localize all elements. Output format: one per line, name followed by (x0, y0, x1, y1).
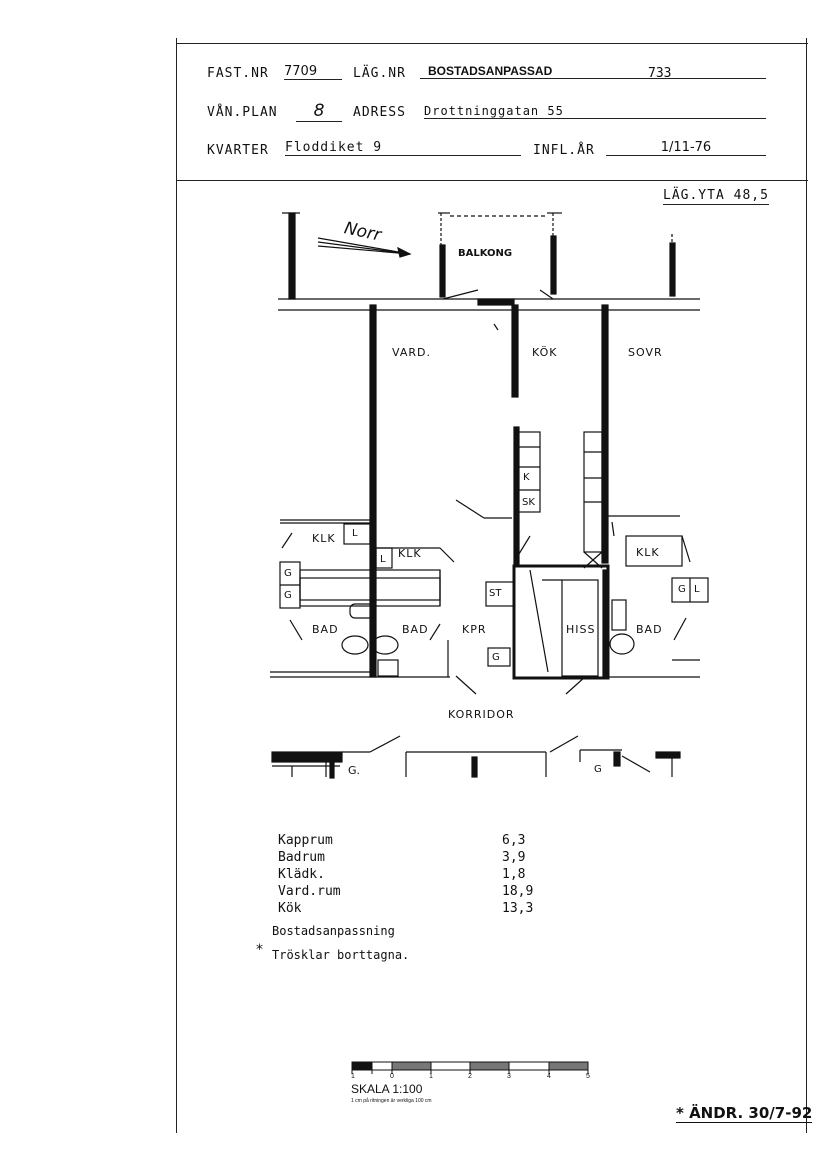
van-plan-label: VÅN.PLAN (207, 105, 278, 120)
room-klk-1: KLK (312, 532, 336, 545)
room-bad-1: BAD (312, 623, 339, 636)
room-vardagsrum: VARD. (392, 346, 431, 359)
label-g-4: G (492, 652, 500, 663)
lag-nr-text: BOSTADSANPASSAD (428, 64, 553, 78)
area-row: Vard.rum 18,9 (278, 883, 558, 900)
north-arrow-icon (317, 237, 412, 258)
lag-yta: LÄG.YTA 48,5 (663, 188, 769, 205)
label-l-1: L (352, 528, 358, 539)
kvarter-value: Floddiket 9 (285, 140, 521, 156)
notes-line: Trösklar borttagna. (272, 948, 410, 962)
label-sk: SK (522, 497, 535, 508)
area-row: Klädk. 1,8 (278, 866, 558, 883)
area-name: Badrum (278, 850, 325, 865)
label-l-2: L (380, 554, 386, 565)
revision-signature: * ÄNDR. 30/7-92 (676, 1104, 813, 1123)
scale-label: SKALA 1:100 (351, 1082, 423, 1096)
room-sovrum: SOVR (628, 346, 663, 359)
scale-tick: 5 (586, 1073, 590, 1080)
infl-ar-label: INFL.ÅR (533, 143, 595, 158)
lag-nr-number: 733 (648, 66, 672, 81)
lag-nr-label: LÄG.NR (353, 66, 406, 81)
adress-value: Drottninggatan 55 (424, 104, 766, 119)
area-value: 1,8 (502, 867, 526, 882)
label-st: ST (489, 588, 502, 599)
frame-top-border (176, 43, 808, 44)
room-bad-2: BAD (402, 623, 429, 636)
notes-star: * (256, 942, 263, 958)
label-g-1: G (284, 568, 292, 579)
area-value: 13,3 (502, 901, 534, 916)
label-g-2: G (284, 590, 292, 601)
room-hiss: HISS (566, 623, 596, 636)
label-g-3: G (678, 584, 686, 595)
scale-tick: 0 (390, 1073, 394, 1080)
room-kapprum: KPR (462, 623, 487, 636)
room-klk-3: KLK (636, 546, 660, 559)
notes-title: Bostadsanpassning (272, 924, 395, 938)
header-separator (176, 180, 808, 181)
scale-tick: 1 (429, 1073, 433, 1080)
area-name: Kapprum (278, 833, 333, 848)
room-balkong: BALKONG (458, 248, 513, 259)
area-value: 3,9 (502, 850, 526, 865)
van-plan-value: 8 (296, 101, 342, 122)
lag-nr-value: BOSTADSANPASSAD (420, 64, 766, 79)
area-name: Vard.rum (278, 884, 341, 899)
frame-right-border (806, 38, 807, 1133)
scale-tick: 2 (468, 1073, 472, 1080)
fast-nr-label: FAST.NR (207, 66, 269, 81)
area-row: Badrum 3,9 (278, 849, 558, 866)
scale-tick: 1 (351, 1073, 355, 1080)
area-name: Kök (278, 901, 302, 916)
room-kok: KÖK (532, 346, 558, 359)
scale-tick: 3 (507, 1073, 511, 1080)
area-row: Kapprum 6,3 (278, 832, 558, 849)
label-k: K (523, 472, 530, 483)
label-l-3: L (694, 584, 700, 595)
area-name: Klädk. (278, 867, 325, 882)
area-row: Kök 13,3 (278, 900, 558, 917)
area-value: 18,9 (502, 884, 534, 899)
kvarter-label: KVARTER (207, 143, 269, 158)
room-bad-3: BAD (636, 623, 663, 636)
scale-tick: 4 (547, 1073, 551, 1080)
scale-sub: 1 cm på ritningen är verkliga 100 cm (351, 1098, 432, 1104)
room-klk-2: KLK (398, 547, 422, 560)
room-korridor: KORRIDOR (448, 708, 515, 721)
fast-nr-value: 7709 (284, 64, 342, 80)
area-value: 6,3 (502, 833, 526, 848)
adress-label: ADRESS (353, 105, 406, 120)
label-g-6: G (594, 764, 602, 775)
infl-ar-value: 1/11-76 (606, 140, 766, 156)
frame-left-border (176, 38, 177, 1133)
label-g-5: G. (348, 764, 361, 777)
area-table: Kapprum 6,3 Badrum 3,9 Klädk. 1,8 Vard.r… (278, 832, 558, 917)
